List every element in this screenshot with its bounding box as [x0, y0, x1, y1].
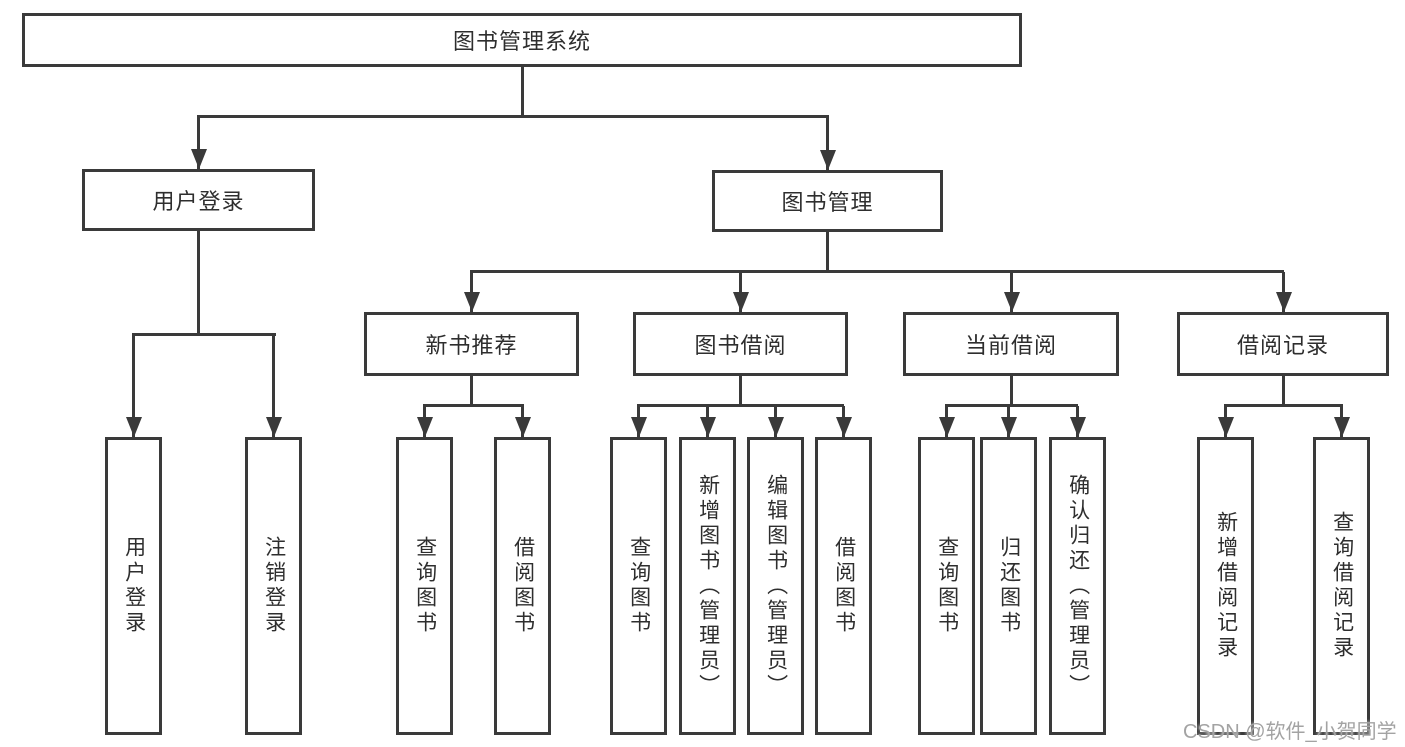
connector-new-book-stem: [470, 376, 473, 406]
leaf-label: 查询图书: [413, 536, 437, 636]
leaf-label: 新增图书（管理员）: [696, 473, 720, 699]
connector-arrow-current-borrowing: [1010, 272, 1013, 312]
leaf-borrow-book-1: 借阅图书: [494, 437, 551, 735]
leaf-add-borrow-record: 新增借阅记录: [1197, 437, 1254, 735]
leaf-label: 编辑图书（管理员）: [764, 473, 788, 699]
node-borrowing-records: 借阅记录: [1177, 312, 1389, 376]
leaf-confirm-return-admin: 确认归还（管理员）: [1049, 437, 1106, 735]
connector-arrow-add-book: [706, 406, 709, 437]
leaf-query-borrow-record: 查询借阅记录: [1313, 437, 1370, 735]
leaf-logout: 注销登录: [245, 437, 302, 735]
node-book-borrowing: 图书借阅: [633, 312, 848, 376]
connector-current-borrowing-bar: [945, 404, 1078, 407]
node-label: 新书推荐: [425, 333, 518, 358]
connector-user-login-bar: [132, 333, 276, 336]
connector-root-bar: [197, 115, 829, 118]
connector-arrow-user-login: [197, 117, 200, 169]
connector-arrow-new-book-recommend: [470, 272, 473, 312]
node-label: 图书管理系统: [452, 29, 591, 54]
connector-arrow-borrow-book-1: [521, 406, 524, 437]
connector-arrow-query-record: [1340, 406, 1343, 437]
connector-borrowing-records-bar: [1224, 404, 1343, 407]
connector-arrow-borrow-book-2: [842, 406, 845, 437]
node-label: 当前借阅: [964, 333, 1057, 358]
leaf-label: 借阅图书: [511, 536, 535, 636]
leaf-label: 确认归还（管理员）: [1066, 473, 1090, 699]
connector-arrow-book-management: [826, 117, 829, 170]
connector-arrow-query-book-2: [637, 406, 640, 437]
leaf-add-book-admin: 新增图书（管理员）: [679, 437, 736, 735]
node-new-book-recommend: 新书推荐: [364, 312, 579, 376]
connector-book-borrowing-stem: [739, 376, 742, 406]
connector-arrow-query-book-3: [945, 406, 948, 437]
watermark-text: CSDN @软件_小贺同学: [1183, 721, 1397, 743]
connector-arrow-confirm-return: [1076, 406, 1079, 437]
connector-new-book-bar: [423, 404, 524, 407]
connector-root-stem: [521, 67, 524, 118]
connector-book-borrowing-bar: [637, 404, 844, 407]
connector-arrow-return-book: [1007, 406, 1010, 437]
leaf-query-book-3: 查询图书: [918, 437, 975, 735]
connector-arrow-query-book-1: [423, 406, 426, 437]
connector-user-login-stem: [197, 231, 200, 335]
leaf-label: 归还图书: [997, 536, 1021, 636]
connector-arrow-book-borrowing: [739, 272, 742, 312]
leaf-label: 注销登录: [262, 536, 286, 636]
connector-arrow-add-record: [1224, 406, 1227, 437]
connector-borrowing-records-stem: [1282, 376, 1285, 406]
connector-arrow-leaf-logout: [272, 335, 275, 437]
node-label: 图书借阅: [694, 333, 787, 358]
connector-arrow-edit-book: [774, 406, 777, 437]
node-book-management: 图书管理: [712, 170, 943, 232]
connector-book-management-stem: [826, 232, 829, 272]
node-user-login: 用户登录: [82, 169, 315, 231]
leaf-label: 新增借阅记录: [1214, 511, 1238, 661]
leaf-borrow-book-2: 借阅图书: [815, 437, 872, 735]
node-label: 图书管理: [781, 190, 874, 215]
connector-arrow-leaf-user-login: [132, 335, 135, 437]
leaf-query-book-2: 查询图书: [610, 437, 667, 735]
node-library-system: 图书管理系统: [22, 13, 1022, 67]
leaf-label: 查询图书: [935, 536, 959, 636]
leaf-query-book-1: 查询图书: [396, 437, 453, 735]
node-current-borrowing: 当前借阅: [903, 312, 1119, 376]
leaf-label: 查询图书: [627, 536, 651, 636]
leaf-user-login: 用户登录: [105, 437, 162, 735]
connector-current-borrowing-stem: [1010, 376, 1013, 406]
node-label: 借阅记录: [1236, 333, 1329, 358]
node-label: 用户登录: [152, 189, 245, 214]
connector-book-management-bar: [470, 270, 1284, 273]
leaf-label: 借阅图书: [832, 536, 856, 636]
leaf-return-book: 归还图书: [980, 437, 1037, 735]
leaf-edit-book-admin: 编辑图书（管理员）: [747, 437, 804, 735]
connector-arrow-borrowing-records: [1282, 272, 1285, 312]
leaf-label: 用户登录: [122, 536, 146, 636]
leaf-label: 查询借阅记录: [1330, 511, 1354, 661]
